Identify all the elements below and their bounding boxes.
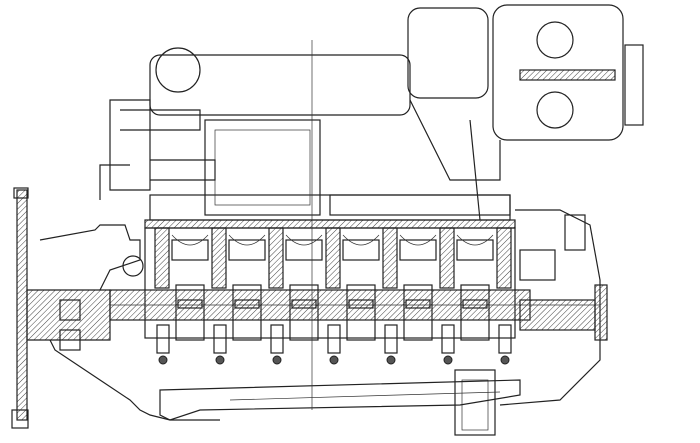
- cylinder-bays: [154, 227, 512, 365]
- main-bearing-cap: [498, 324, 512, 354]
- main-bearing-cap: [327, 324, 341, 354]
- bearing-bolt: [158, 355, 168, 365]
- counterweight-arc: [342, 234, 380, 246]
- main-bearing-cap: [213, 324, 227, 354]
- crankpin: [462, 299, 488, 309]
- connecting-rod: [403, 284, 433, 341]
- counterweight-arc: [399, 234, 437, 246]
- bulkhead: [382, 227, 398, 289]
- flywheel: [11, 187, 29, 429]
- output-shaft: [454, 209, 608, 436]
- connecting-rod: [175, 284, 205, 341]
- piston-crown: [171, 239, 209, 261]
- crankpin: [291, 299, 317, 309]
- crankpin: [177, 299, 203, 309]
- main-bearing-cap: [441, 324, 455, 354]
- bearing-bolt: [329, 355, 339, 365]
- bearing-bolt: [443, 355, 453, 365]
- counterweight-arc: [285, 234, 323, 246]
- main-bearing-cap: [156, 324, 170, 354]
- connecting-rod: [460, 284, 490, 341]
- counterweight-arc: [171, 234, 209, 246]
- connecting-rod: [346, 284, 376, 341]
- front-housing: [26, 224, 220, 421]
- crankpin: [405, 299, 431, 309]
- bearing-bolt: [386, 355, 396, 365]
- valve-gear: [99, 47, 511, 221]
- crankpin: [234, 299, 260, 309]
- bearing-bolt: [215, 355, 225, 365]
- bulkhead: [154, 227, 170, 289]
- connecting-rod: [232, 284, 262, 341]
- piston-crown: [456, 239, 494, 261]
- counterweight-arc: [456, 234, 494, 246]
- bulkhead: [439, 227, 455, 289]
- piston-crown: [285, 239, 323, 261]
- piston-crown: [399, 239, 437, 261]
- bearing-bolt: [272, 355, 282, 365]
- oil-sump: [159, 379, 521, 421]
- main-bearing-cap: [270, 324, 284, 354]
- bearing-bolt: [500, 355, 510, 365]
- counterweight-arc: [228, 234, 266, 246]
- bulkhead: [325, 227, 341, 289]
- piston-crown: [228, 239, 266, 261]
- bulkhead: [268, 227, 284, 289]
- bulkhead: [211, 227, 227, 289]
- main-bearing-cap: [384, 324, 398, 354]
- bulkhead: [496, 227, 512, 289]
- connecting-rod: [289, 284, 319, 341]
- turbocharger: [329, 4, 644, 221]
- piston-crown: [342, 239, 380, 261]
- crankpin: [348, 299, 374, 309]
